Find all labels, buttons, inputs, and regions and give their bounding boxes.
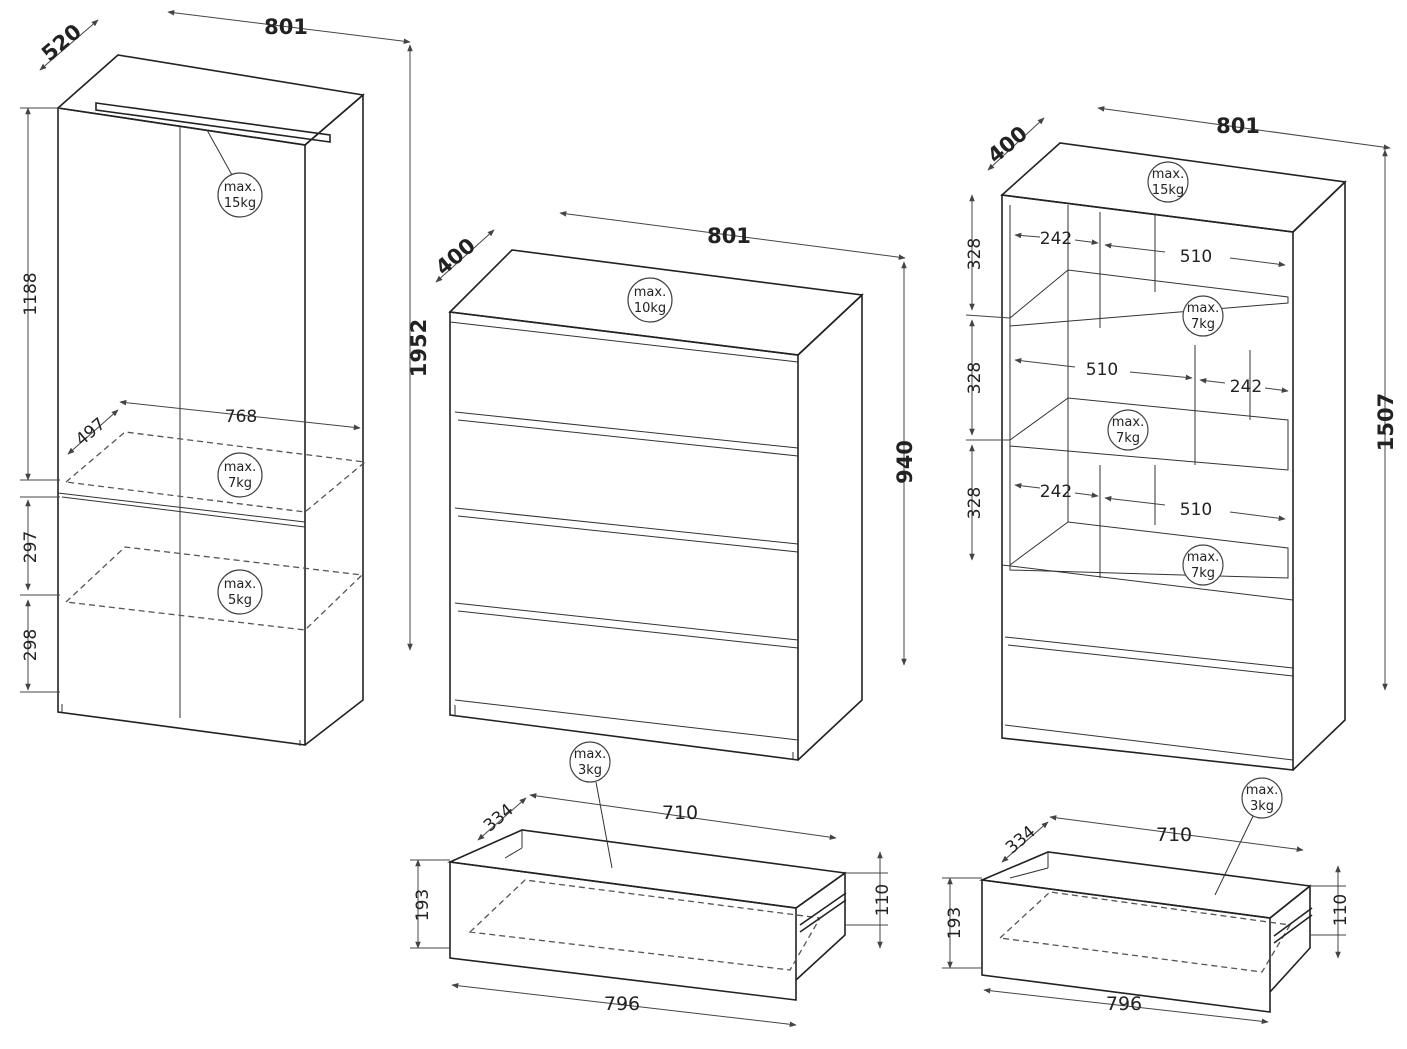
chest-drawer-front-height-label: 193: [413, 889, 433, 921]
bookcase-drawer-front-width-label: 796: [1106, 993, 1142, 1015]
chest-drawer-load-badge: max. 3kg: [569, 741, 611, 783]
bookcase-row3-height-label: 328: [965, 487, 985, 519]
bookcase-shelf3-load-badge: max. 7kg: [1182, 544, 1224, 586]
svg-text:max.: max.: [574, 747, 606, 762]
svg-text:max.: max.: [1246, 783, 1278, 798]
bookcase-row2-wide-label: 510: [1086, 360, 1118, 380]
bookcase-row2-height-label: 328: [965, 362, 985, 394]
shelf2-load-badge: max. 5kg: [217, 569, 263, 615]
svg-text:max.: max.: [224, 460, 256, 475]
svg-text:max.: max.: [224, 577, 256, 592]
chest-top-load-badge: max. 10kg: [627, 277, 673, 323]
svg-text:15kg: 15kg: [224, 196, 256, 211]
svg-text:max.: max.: [224, 180, 256, 195]
svg-text:max.: max.: [1187, 550, 1219, 565]
bookcase-drawer-front-height-label: 193: [945, 907, 965, 939]
chest-drawer-side-height-label: 110: [873, 884, 893, 916]
wardrobe-width-label: 801: [264, 15, 308, 39]
svg-text:max.: max.: [1152, 167, 1184, 182]
bookcase-row3-wide-label: 510: [1180, 500, 1212, 520]
bookcase-drawer-load-badge: max. 3kg: [1241, 777, 1283, 819]
bookcase-top-load-badge: max. 15kg: [1147, 161, 1189, 203]
wardrobe: 801 520 1952 1188 297 298 768 497 max. 1…: [20, 9, 431, 746]
svg-text:10kg: 10kg: [634, 301, 666, 316]
chest-drawer-front-width-label: 796: [604, 993, 640, 1015]
wardrobe-mid-height-label: 297: [21, 531, 41, 563]
svg-text:7kg: 7kg: [1191, 317, 1215, 332]
chest-drawer-detail: max. 3kg 710 334 193 110 796: [410, 741, 893, 1028]
chest-depth-label: 400: [431, 233, 480, 280]
bookcase-drawer-side-height-label: 110: [1331, 894, 1351, 926]
wardrobe-low-height-label: 298: [21, 629, 41, 661]
svg-text:15kg: 15kg: [1152, 183, 1184, 198]
bookcase-drawer-inner-depth-label: 334: [1002, 822, 1040, 858]
bookcase-drawer-detail: max. 3kg 710 334 193 110 796: [942, 777, 1351, 1025]
svg-text:7kg: 7kg: [228, 476, 252, 491]
bookcase-row1-height-label: 328: [965, 238, 985, 270]
wardrobe-shelf-depth-label: 497: [72, 414, 110, 450]
bookcase-shelf2-load-badge: max. 7kg: [1107, 409, 1149, 451]
bookcase-row1-narrow-label: 242: [1040, 229, 1072, 249]
bookcase-width-label: 801: [1216, 114, 1260, 138]
wardrobe-depth-label: 520: [37, 19, 86, 66]
bookcase-row1-wide-label: 510: [1180, 247, 1212, 267]
chest-drawer-inner-depth-label: 334: [480, 800, 518, 836]
svg-text:max.: max.: [1187, 301, 1219, 316]
svg-text:7kg: 7kg: [1116, 431, 1140, 446]
bookcase-row3-narrow-label: 242: [1040, 482, 1072, 502]
svg-text:3kg: 3kg: [1250, 799, 1274, 814]
chest-drawer-inner-width-label: 710: [662, 802, 698, 824]
wardrobe-shelf-width-label: 768: [225, 407, 257, 427]
bookcase-row2-narrow-label: 242: [1230, 377, 1262, 397]
bookcase-height-label: 1507: [1374, 393, 1398, 451]
svg-text:5kg: 5kg: [228, 593, 252, 608]
bookcase: 801 400 1507 328 328 328 242 510 510 242…: [965, 106, 1398, 771]
svg-text:3kg: 3kg: [578, 763, 602, 778]
wardrobe-upper-height-label: 1188: [21, 272, 41, 315]
rail-load-badge: max. 15kg: [217, 172, 263, 218]
bookcase-shelf1-load-badge: max. 7kg: [1182, 295, 1224, 337]
chest-of-drawers: 801 400 940 max. 10kg: [431, 211, 917, 761]
shelf1-load-badge: max. 7kg: [217, 452, 263, 498]
svg-text:max.: max.: [634, 285, 666, 300]
bookcase-depth-label: 400: [983, 121, 1032, 168]
svg-text:max.: max.: [1112, 415, 1144, 430]
chest-width-label: 801: [707, 224, 751, 248]
wardrobe-height-label: 1952: [407, 319, 431, 377]
bookcase-drawer-inner-width-label: 710: [1156, 824, 1192, 846]
svg-text:7kg: 7kg: [1191, 566, 1215, 581]
chest-height-label: 940: [893, 440, 917, 484]
